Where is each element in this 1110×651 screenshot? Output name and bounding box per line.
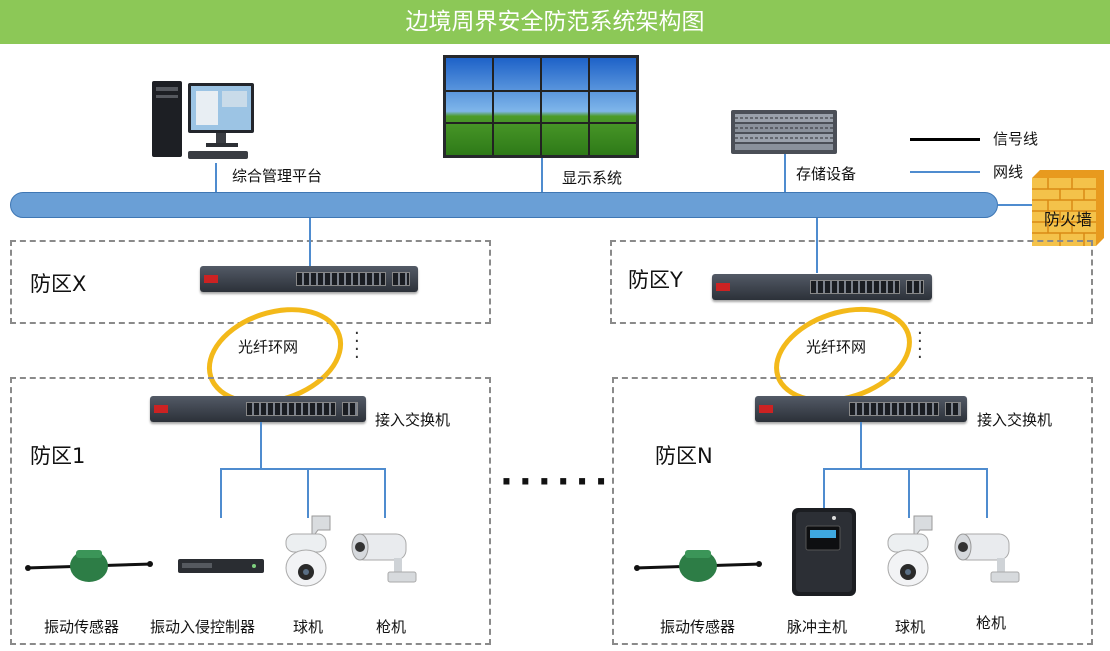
zone-n-branch-a xyxy=(823,468,825,508)
zone-1-branch xyxy=(220,468,386,470)
zone-n-branch xyxy=(823,468,988,470)
zone-y-uplink xyxy=(816,218,818,273)
zone-1-branch-a xyxy=(220,468,222,518)
zone-x-switch-icon xyxy=(200,266,418,292)
zone-y-switch-icon xyxy=(712,274,932,300)
zone-n-device-label: 球机 xyxy=(895,618,926,636)
ellipsis-right: ···· xyxy=(917,323,923,368)
zone-n-device-label: 枪机 xyxy=(976,614,1007,632)
ellipsis-between-zones: ······ xyxy=(500,462,614,502)
bullet-camera-icon xyxy=(350,528,420,586)
zone-1-device-label: 球机 xyxy=(293,618,324,636)
zone-x-uplink xyxy=(309,218,311,267)
firewall-link xyxy=(998,204,1032,206)
zone-n-branch-b xyxy=(908,468,910,518)
title-banner xyxy=(0,0,1110,44)
zone-1-device-label: 振动入侵控制器 xyxy=(150,618,256,636)
zone-1-access-switch-icon xyxy=(150,396,366,422)
zone-x-box xyxy=(10,240,491,324)
legend-signal-label: 信号线 xyxy=(993,130,1039,148)
firewall-label: 防火墙 xyxy=(1044,210,1093,229)
page-title: 边境周界安全防范系统架构图 xyxy=(405,9,705,35)
zone-1-access-switch-label: 接入交换机 xyxy=(375,411,451,429)
storage-label: 存储设备 xyxy=(796,165,857,183)
management-pc-icon xyxy=(148,77,256,163)
zone-x-label: 防区X xyxy=(30,272,87,296)
firewall-icon xyxy=(1032,170,1104,246)
zone-y-box xyxy=(610,240,1093,324)
backbone-bus xyxy=(10,192,998,218)
zone-n-access-switch-label: 接入交换机 xyxy=(977,411,1053,429)
zone-1-drop xyxy=(260,422,262,468)
display-wall-icon xyxy=(443,55,639,158)
zone-n-drop xyxy=(860,422,862,468)
zone-n-branch-c xyxy=(986,468,988,518)
dome-camera-icon xyxy=(278,512,334,588)
zone-n-device-label: 振动传感器 xyxy=(660,618,736,636)
display-link xyxy=(541,158,543,193)
legend-network-line xyxy=(910,171,980,173)
storage-icon xyxy=(731,110,837,154)
zone-1-device-label: 枪机 xyxy=(376,618,407,636)
zone-y-label: 防区Y xyxy=(628,268,683,292)
management-label: 综合管理平台 xyxy=(232,167,323,185)
zone-n-label: 防区N xyxy=(655,444,713,468)
bullet-camera-icon xyxy=(953,528,1023,586)
vibration-sensor-icon xyxy=(24,546,154,586)
vibration-sensor-icon xyxy=(633,546,763,586)
pulse-host-icon xyxy=(792,508,856,596)
zone-1-device-label: 振动传感器 xyxy=(44,618,120,636)
zone-n-box xyxy=(612,377,1093,645)
management-link xyxy=(215,163,217,193)
ellipsis-left: ···· xyxy=(354,323,360,368)
zone-1-box xyxy=(10,377,491,645)
display-label: 显示系统 xyxy=(562,169,623,187)
storage-link xyxy=(784,154,786,193)
legend-network-label: 网线 xyxy=(993,163,1024,181)
zone-1-label: 防区1 xyxy=(30,444,86,468)
intrusion-controller-icon xyxy=(178,557,264,575)
zone-n-device-label: 脉冲主机 xyxy=(787,618,848,636)
fiber-ring-left-label: 光纤环网 xyxy=(238,338,299,356)
zone-1-branch-c xyxy=(384,468,386,518)
dome-camera-icon xyxy=(880,512,936,588)
zone-1-branch-b xyxy=(307,468,309,518)
zone-n-access-switch-icon xyxy=(755,396,967,422)
fiber-ring-right-label: 光纤环网 xyxy=(806,338,867,356)
legend-signal-line xyxy=(910,138,980,141)
